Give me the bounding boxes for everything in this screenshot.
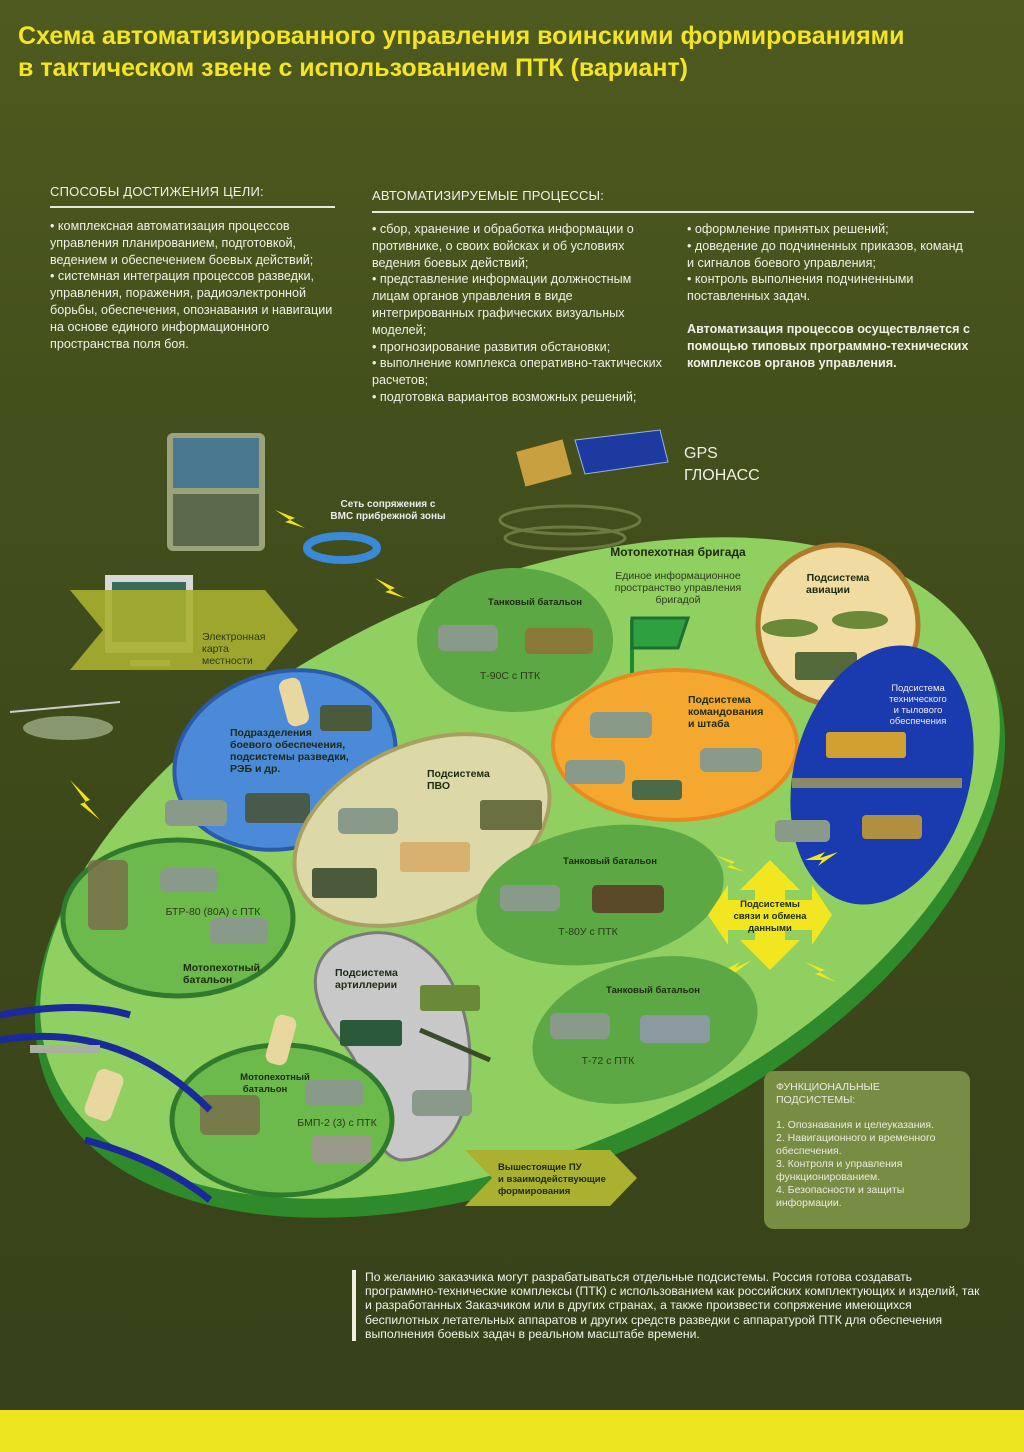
info-space-label: бригадой <box>656 594 701 606</box>
comms-label: Подсистемы <box>740 899 800 910</box>
tank-battalion-3-title: Танковый батальон <box>606 985 700 996</box>
logistics-subsystem <box>775 645 974 905</box>
aviation-label: Подсистема <box>807 572 870 584</box>
functional-item: 4. Безопасности и защиты информации. <box>776 1184 905 1209</box>
tank-battalion-2-caption: Т-80У с ПТК <box>558 926 618 938</box>
motor-battalion-1-caption: БТР-80 (80А) с ПТК <box>166 906 262 918</box>
navy-link-label: ВМС прибрежной зоны <box>330 510 445 522</box>
tank-battalion-1-title: Танковый батальон <box>488 597 582 608</box>
processes-conclusion: Автоматизация процессов осуществляется с… <box>687 321 970 370</box>
navy-photos <box>167 433 265 551</box>
command-label: командования <box>688 706 763 718</box>
air-defense-label: Подсистема <box>427 768 490 780</box>
process-item: • доведение до подчиненных приказов, ком… <box>687 238 963 270</box>
air-defense-subsystem <box>292 732 552 928</box>
motor-battalion-2-title: Мотопехотный <box>240 1072 310 1083</box>
methods-item: • комплексная автоматизация процессов уп… <box>50 219 314 267</box>
motorized-battalion-2 <box>169 1042 395 1198</box>
tank-battalion-3-caption: Т-72 с ПТК <box>582 1055 636 1067</box>
support-label: боевого обеспечения, <box>230 739 345 751</box>
motor-battalion-2-title: батальон <box>243 1084 288 1095</box>
functional-item: 1. Опознавания и целеуказания. <box>776 1119 935 1131</box>
page-title: Схема автоматизированного управления вои… <box>18 20 905 84</box>
methods-heading: СПОСОБЫ ДОСТИЖЕНИЯ ЦЕЛИ: <box>50 184 264 199</box>
process-item: • контроль выполнения подчиненными поста… <box>687 272 914 304</box>
processes-col2: • оформление принятых решений; • доведен… <box>687 221 972 371</box>
air-defense-label: ПВО <box>427 780 450 792</box>
higher-hq-label: Вышестоящие ПУ <box>498 1162 582 1173</box>
methods-rule <box>50 206 335 208</box>
process-item: • оформление принятых решений; <box>687 222 889 236</box>
tank-battalion-2-title: Танковый батальон <box>563 856 657 867</box>
map-label: Электронная <box>202 631 266 643</box>
support-label: подсистемы разведки, <box>230 751 349 763</box>
functional-heading: ПОДСИСТЕМЫ: <box>776 1094 856 1106</box>
process-item: • представление информации должностным л… <box>372 272 632 337</box>
functional-item: 3. Контроля и управления функционировани… <box>776 1158 903 1183</box>
process-item: • сбор, хранение и обработка информации … <box>372 222 634 270</box>
higher-hq-label: и взаимодействующие <box>498 1174 606 1185</box>
logistics-label: и тылового <box>894 705 943 716</box>
title-line-1: Схема автоматизированного управления вои… <box>18 22 905 50</box>
logistics-label: обеспечения <box>890 716 947 727</box>
motorized-battalion-1 <box>60 837 296 999</box>
network-ring-icon <box>303 532 381 564</box>
processes-rule <box>372 211 974 213</box>
map-label: местности <box>202 655 253 667</box>
processes-heading: АВТОМАТИЗИРУЕМЫЕ ПРОЦЕССЫ: <box>372 188 605 203</box>
title-line-2: в тактическом звене с использованием ПТК… <box>18 54 689 82</box>
motor-battalion-2-caption: БМП-2 (3) с ПТК <box>297 1117 377 1129</box>
logistics-label: технического <box>889 694 947 705</box>
gps-label: GPS <box>684 445 718 462</box>
comms-label: связи и обмена <box>733 911 807 922</box>
command-subsystem <box>551 668 799 822</box>
support-label: РЭБ и др. <box>230 763 280 775</box>
map-label: карта <box>202 643 229 655</box>
functional-heading: ФУНКЦИОНАЛЬНЫЕ <box>776 1081 880 1093</box>
tank-battalion-2 <box>476 824 724 966</box>
artillery-subsystem <box>313 931 491 1162</box>
navy-link-label: Сеть сопряжения с <box>341 499 436 510</box>
methods-list: • комплексная автоматизация процессов уп… <box>50 218 335 352</box>
customer-note: По желанию заказчика могут разрабатывать… <box>352 1270 985 1342</box>
motor-battalion-1-title: батальон <box>183 974 232 986</box>
processes-col1: • сбор, хранение и обработка информации … <box>372 221 672 406</box>
tank-battalion-1-caption: Т-90С с ПТК <box>480 670 541 682</box>
functional-subsystems-box: ФУНКЦИОНАЛЬНЫЕ ПОДСИСТЕМЫ: 1. Опознавани… <box>764 1071 970 1229</box>
glonass-label: ГЛОНАСС <box>684 467 760 484</box>
functional-item: 2. Навигационного и временного обеспечен… <box>776 1132 936 1157</box>
info-space-label: Единое информационное <box>615 570 741 582</box>
comms-label: данными <box>748 923 792 934</box>
satellite-icon <box>498 429 669 551</box>
tank-battalion-1 <box>417 568 613 712</box>
motor-battalion-1-title: Мотопехотный <box>183 962 260 974</box>
bottom-strip <box>0 1410 1024 1452</box>
aviation-label: авиации <box>806 584 850 596</box>
command-label: Подсистема <box>688 694 751 706</box>
process-item: • выполнение комплекса оперативно-тактич… <box>372 356 662 388</box>
methods-item: • системная интеграция процессов разведк… <box>50 269 333 351</box>
process-item: • прогнозирование развития обстановки; <box>372 339 611 354</box>
artillery-label: артиллерии <box>335 979 397 991</box>
support-label: Подразделения <box>230 727 312 739</box>
process-item: • подготовка вариантов возможных решений… <box>372 389 637 404</box>
higher-hq-arrow <box>465 1150 637 1206</box>
tank-battalion-3 <box>532 956 758 1104</box>
info-space-label: пространство управления <box>615 582 741 594</box>
artillery-label: Подсистема <box>335 967 398 979</box>
command-label: и штаба <box>688 718 730 730</box>
map-arrow <box>70 590 298 670</box>
higher-hq-label: формирования <box>498 1186 570 1197</box>
brigade-title: Мотопехотная бригада <box>610 545 746 559</box>
logistics-label: Подсистема <box>891 683 945 694</box>
helicopter-icon <box>9 701 121 740</box>
link-arrows <box>0 677 310 1203</box>
